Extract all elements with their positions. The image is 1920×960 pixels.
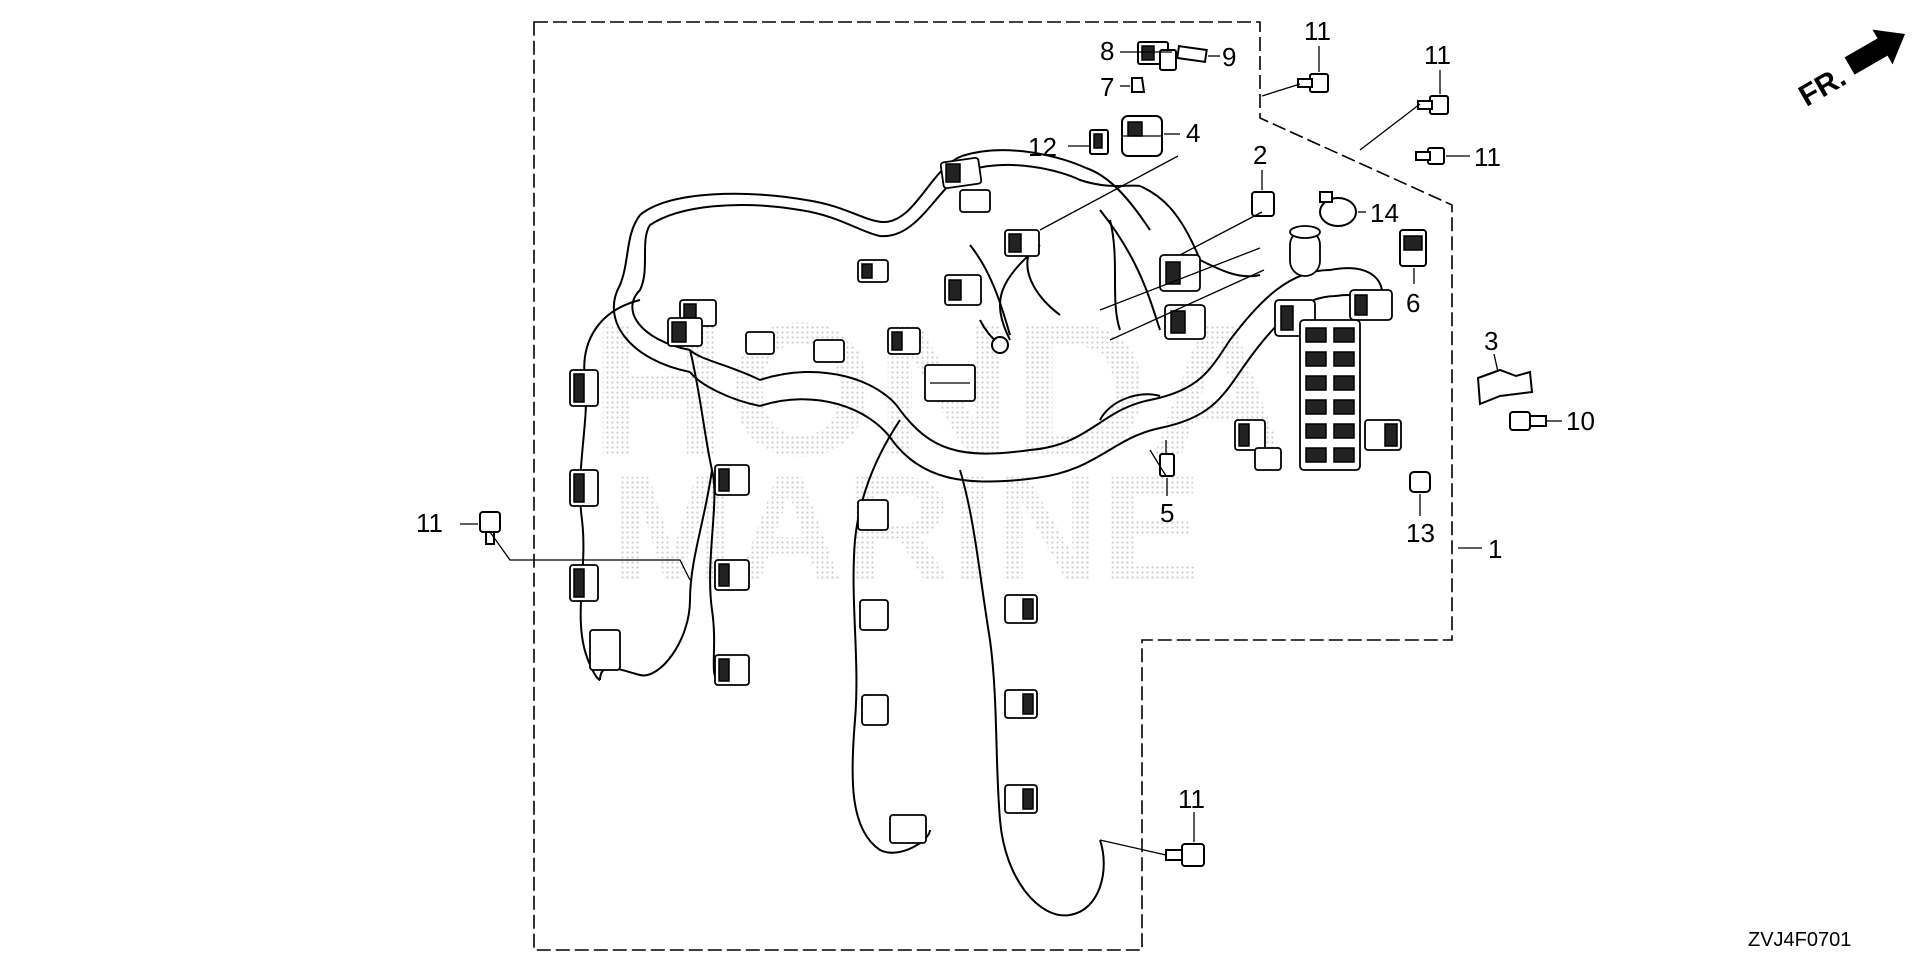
relay-part-8 [1137,41,1177,71]
callout-13: 13 [1406,518,1435,548]
bolt-11-d [479,511,501,545]
callout-6: 6 [1406,288,1420,318]
leader-lines [460,46,1562,856]
callout-5: 5 [1160,498,1174,528]
callout-11-a: 11 [1304,16,1331,46]
sensor-part-5 [1159,440,1175,477]
callout-14: 14 [1370,198,1399,228]
hose-clamp-part-14 [1319,191,1357,227]
drawing-code: ZVJ4F0701 [1748,929,1851,951]
harness-connectors [569,156,1402,844]
callout-3: 3 [1484,326,1498,356]
callout-8: 8 [1100,36,1114,66]
bolt-11-b [1417,95,1449,115]
svg-text:MARINE: MARINE [610,444,1202,612]
callout-2: 2 [1253,140,1267,170]
bolt-11-a [1297,73,1329,93]
upper-branch-wires [612,149,1201,373]
fuse-part-2 [1251,191,1275,217]
label-part-9 [1176,44,1208,64]
bolt-11-e [1165,843,1205,867]
callout-12: 12 [1028,132,1057,162]
relay-part-6 [1399,229,1427,267]
callout-1: 1 [1488,534,1502,564]
callouts: 8 9 7 4 12 2 14 6 3 10 5 13 1 11 11 11 1… [416,16,1595,814]
clip-part-13 [1409,471,1431,493]
bolt-11-c [1415,147,1445,165]
front-label: FR. [1793,60,1851,113]
assembly-boundary [533,21,1453,951]
bracket-part-3 [1476,368,1534,406]
callout-10: 10 [1566,406,1595,436]
callout-7: 7 [1100,72,1114,102]
callout-9: 9 [1222,42,1236,72]
front-direction-indicator: FR. [1793,29,1906,113]
clip-part-12 [1089,129,1109,155]
callout-11-b: 11 [1424,40,1451,70]
callout-11-e: 11 [1178,784,1205,814]
clip-part-7 [1131,77,1146,93]
callout-11-d: 11 [416,508,443,538]
bolt-part-10 [1509,411,1547,431]
relay-box-part-4 [1121,115,1163,157]
callout-4: 4 [1186,118,1200,148]
callout-11-c: 11 [1474,142,1501,172]
front-arrow-icon [1844,29,1906,75]
